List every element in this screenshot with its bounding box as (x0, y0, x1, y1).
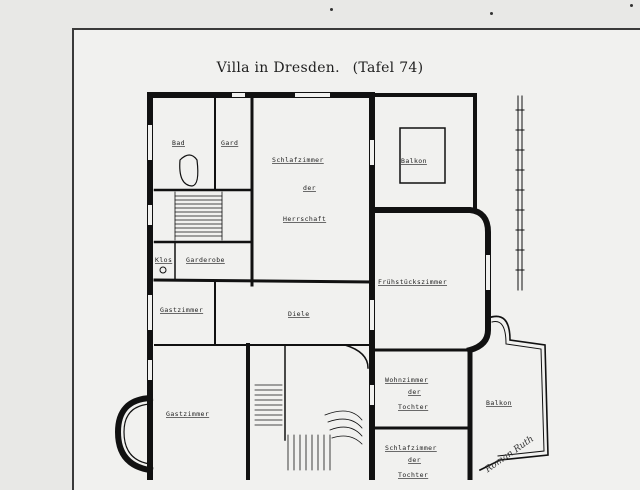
scale-bar (515, 95, 525, 291)
title-plate: (Tafel 74) (352, 60, 424, 76)
label-schlafzimmer-tochter-1: Schlafzimmer (385, 444, 437, 452)
label-gastzimmer-upper: Gastzimmer (160, 306, 203, 314)
floor-plan: Bad Gard Schlafzimmer der Herrschaft Bal… (114, 92, 549, 480)
label-gastzimmer-lower: Gastzimmer (166, 410, 209, 418)
label-balkon-top: Balkon (401, 157, 427, 165)
stairs-upper (174, 191, 223, 241)
wall-top-right (370, 93, 477, 212)
label-klos: Klos (155, 256, 172, 264)
label-fruehstueckszimmer: Frühstückszimmer (378, 278, 447, 286)
label-schlafzimmer-tochter-3: Tochter (398, 471, 428, 479)
label-garderobe: Garderobe (186, 256, 225, 264)
balkon-top-box (399, 127, 446, 184)
scan-speck (490, 12, 493, 15)
architect-signature: Roman Ruth (483, 434, 536, 475)
label-balkon-right: Balkon (486, 399, 512, 407)
label-schlafzimmer-herrschaft-2: der (303, 184, 316, 192)
label-diele: Diele (288, 310, 310, 318)
label-schlafzimmer-tochter-2: der (408, 456, 421, 464)
bay-window-left (114, 394, 154, 474)
label-wohnzimmer-3: Tochter (398, 403, 428, 411)
label-schlafzimmer-herrschaft-3: Herrschaft (283, 215, 326, 223)
plate-title: Villa in Dresden. (Tafel 74) (0, 60, 640, 76)
scan-speck (330, 8, 333, 11)
label-wohnzimmer-1: Wohnzimmer (385, 376, 428, 384)
balcony-right (478, 315, 549, 472)
label-bad: Bad (172, 139, 185, 147)
washbasin (159, 266, 167, 274)
wall-right-upper (369, 207, 491, 354)
bathtub (179, 154, 199, 187)
label-schlafzimmer-herrschaft-1: Schlafzimmer (272, 156, 324, 164)
title-text: Villa in Dresden. (216, 60, 340, 76)
scan-speck (630, 4, 633, 7)
label-wohnzimmer-2: der (408, 388, 421, 396)
label-gard: Gard (221, 139, 238, 147)
stairs-lower (254, 384, 363, 471)
plate-sheet (72, 28, 640, 490)
